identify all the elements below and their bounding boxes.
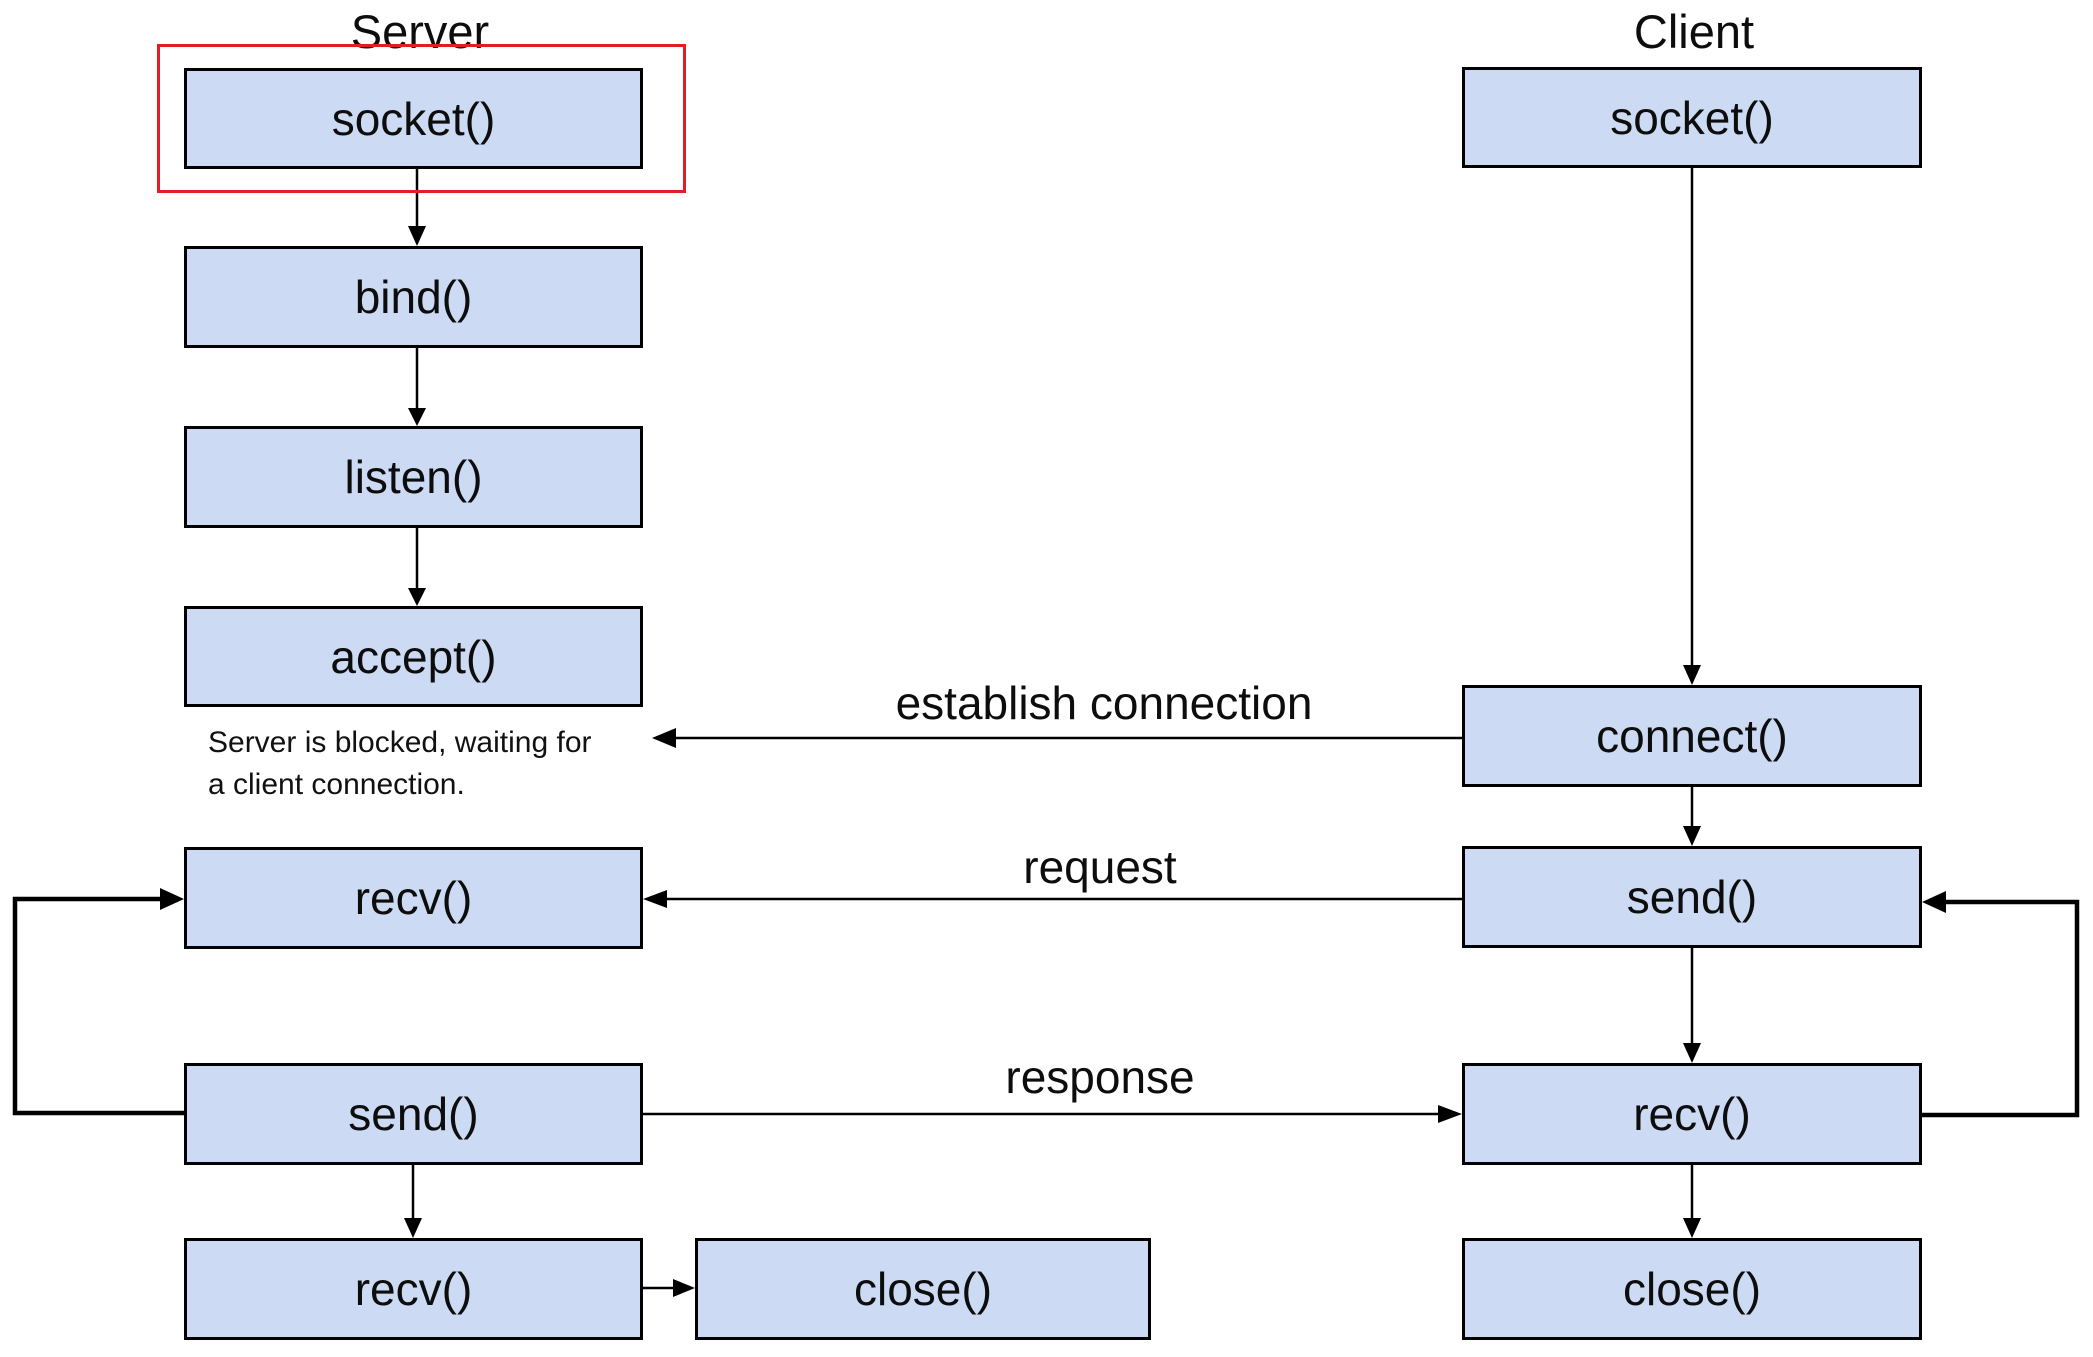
arrow-client-socket-to-connect-head <box>1683 665 1701 685</box>
server-loop-head <box>160 888 184 910</box>
client-close-box: close() <box>1462 1238 1922 1340</box>
server-blocked-note-line-1: Server is blocked, waiting for <box>208 726 592 759</box>
server-recv-top-box: recv() <box>184 847 643 949</box>
server-send-box: send() <box>184 1063 643 1165</box>
server-listen-box: listen() <box>184 426 643 528</box>
server-blocked-note: Server is blocked, waiting for a client … <box>208 722 592 806</box>
client-recv-box: recv() <box>1462 1063 1922 1165</box>
client-socket-box: socket() <box>1462 67 1922 168</box>
server-socket-box: socket() <box>184 68 643 169</box>
client-loop-head <box>1922 891 1946 913</box>
highlight-rect-server-socket <box>157 44 686 193</box>
client-send-box: send() <box>1462 846 1922 948</box>
arrow-server-listen-to-accept-head <box>408 588 426 606</box>
arrow-request-head <box>643 890 667 908</box>
request-label: request <box>1023 841 1177 893</box>
arrow-server-send-to-recv-head <box>404 1218 422 1238</box>
client-connect-box: connect() <box>1462 685 1922 787</box>
arrow-client-send-to-recv-head <box>1683 1043 1701 1063</box>
server-blocked-note-line-2: a client connection. <box>208 768 465 801</box>
server-bind-box: bind() <box>184 246 643 348</box>
server-accept-box: accept() <box>184 606 643 707</box>
client-column-title: Client <box>1633 5 1755 58</box>
arrow-response-head <box>1438 1105 1462 1123</box>
server-close-box: close() <box>695 1238 1151 1340</box>
server-column-title: Server <box>350 5 490 58</box>
server-recv-bottom-box: recv() <box>184 1238 643 1340</box>
arrow-establish-connection-head <box>652 728 676 748</box>
arrow-server-socket-to-bind-head <box>408 226 426 246</box>
client-loop-line <box>1922 899 2080 1118</box>
establish-connection-label: establish connection <box>895 677 1313 729</box>
server-loop-line <box>12 896 184 1116</box>
arrow-client-recv-to-close-head <box>1683 1218 1701 1238</box>
arrow-server-recv-to-close-head <box>673 1279 695 1297</box>
arrow-client-connect-to-send-head <box>1683 826 1701 846</box>
response-label: response <box>1005 1051 1195 1103</box>
arrow-server-bind-to-listen-head <box>408 408 426 426</box>
